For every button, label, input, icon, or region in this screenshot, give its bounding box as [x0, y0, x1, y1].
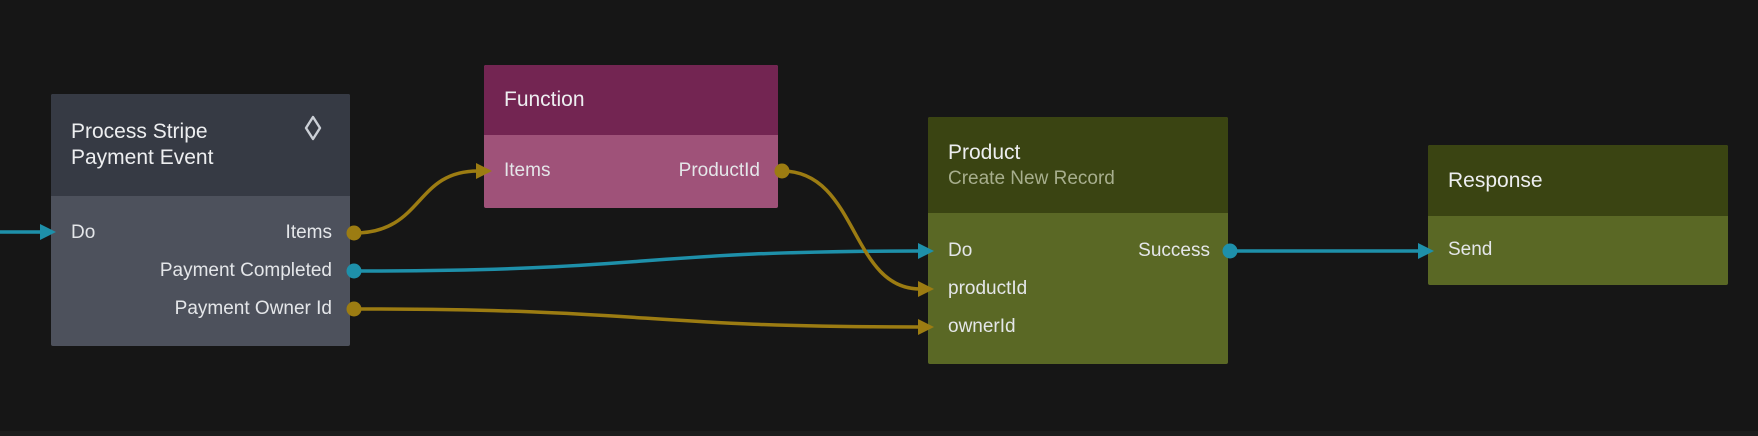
port-row: Items ProductId: [484, 152, 778, 190]
port-row: Payment Completed: [51, 252, 350, 290]
node-title-line: Process Stripe: [71, 120, 208, 143]
output-port-items[interactable]: Items: [285, 222, 332, 243]
node-title: Product: [948, 140, 1021, 164]
input-port-items[interactable]: Items: [504, 160, 551, 181]
canvas-bottom-edge: [0, 431, 1758, 436]
input-port-send[interactable]: Send: [1448, 239, 1493, 260]
output-port-productid[interactable]: ProductId: [678, 160, 760, 181]
port-row: ownerId: [928, 308, 1228, 346]
input-port-productid[interactable]: productId: [948, 278, 1028, 299]
connection-items-to-function-items[interactable]: [346, 163, 493, 241]
node-header[interactable]: Function: [484, 65, 778, 135]
input-port-do[interactable]: Do: [71, 222, 96, 243]
node-header[interactable]: Process Stripe Payment Event: [51, 94, 350, 196]
node-response[interactable]: Response Send: [1428, 145, 1728, 285]
output-port-payment-owner-id[interactable]: Payment Owner Id: [174, 298, 332, 319]
node-subtitle: Create New Record: [948, 167, 1115, 189]
input-port-do[interactable]: Do: [948, 240, 973, 261]
wire[interactable]: [353, 249, 921, 273]
port-row: Send: [1428, 231, 1728, 269]
component-diamond-icon: [304, 115, 322, 141]
port-row: Do Items: [51, 214, 350, 252]
port-row: productId: [928, 270, 1228, 308]
node-title-line: Payment Event: [71, 146, 214, 169]
node-header[interactable]: Product Create New Record: [928, 117, 1228, 213]
wire[interactable]: [353, 169, 479, 235]
output-port-success[interactable]: Success: [1138, 240, 1210, 261]
node-title: Response: [1448, 168, 1543, 192]
connection-productid-to-product-productid[interactable]: [774, 163, 935, 298]
node-header[interactable]: Response: [1428, 145, 1728, 216]
input-port-ownerid[interactable]: ownerId: [948, 316, 1016, 337]
wire[interactable]: [781, 169, 921, 291]
node-function[interactable]: Function Items ProductId: [484, 65, 778, 208]
connection-start-to-process-do[interactable]: [0, 224, 56, 240]
port-row: Do Success: [928, 232, 1228, 270]
port-row: Payment Owner Id: [51, 290, 350, 328]
connection-payment-owner-id-to-product-ownerid[interactable]: [346, 301, 935, 336]
node-title: Function: [504, 88, 585, 111]
node-process-stripe-payment-event[interactable]: Process Stripe Payment Event Do Items Pa…: [51, 94, 350, 346]
connection-payment-completed-to-product-do[interactable]: [346, 243, 935, 279]
output-port-payment-completed[interactable]: Payment Completed: [159, 260, 332, 281]
connection-success-to-response-send[interactable]: [1222, 243, 1435, 259]
wire[interactable]: [353, 307, 921, 329]
node-product-create-new-record[interactable]: Product Create New Record Do Success pro…: [928, 117, 1228, 364]
